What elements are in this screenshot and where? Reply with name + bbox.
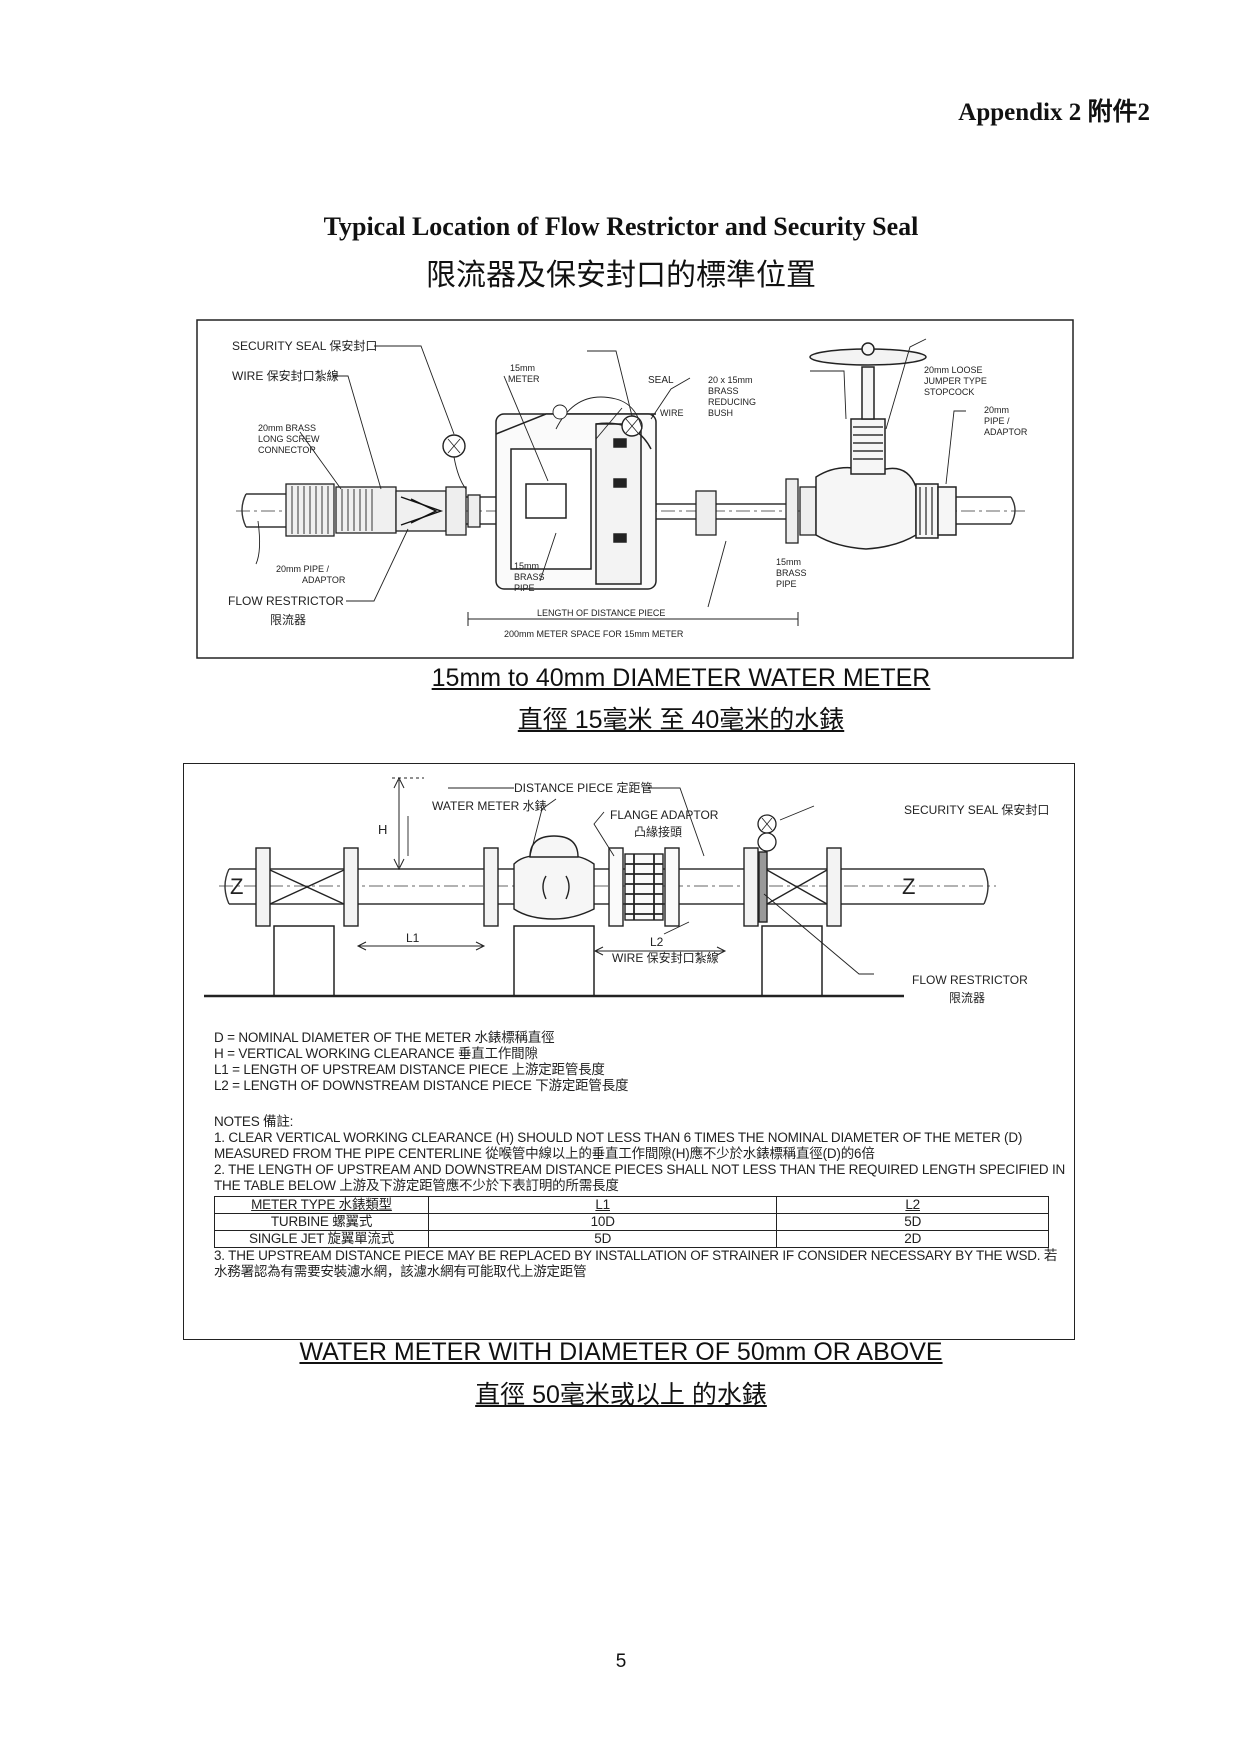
flow-restrictor-label-zh: 限流器: [270, 613, 306, 627]
table-header-row: METER TYPE 水錶類型 L1 L2: [214, 1196, 1049, 1214]
diagram-frame: [196, 319, 1074, 659]
page-title-chinese: 限流器及保安封口的標準位置: [426, 259, 816, 292]
stopcock-label-2: JUMPER TYPE: [924, 376, 987, 386]
large-meter-panel: Z Z: [183, 763, 1075, 1340]
h-dimension: [392, 776, 424, 871]
flange-adaptor-label: FLANGE ADAPTOR: [610, 808, 719, 822]
reducing-bush-label-4: BUSH: [708, 408, 733, 418]
legend-line-d: D = NOMINAL DIAMETER OF THE METER 水錶標稱直徑: [214, 1030, 555, 1045]
page-number: 5: [615, 1651, 627, 1672]
leader-lines: [255, 338, 966, 608]
stopcock-label-1: 20mm LOOSE: [924, 365, 983, 375]
connector-label-1: 20mm BRASS: [258, 423, 316, 433]
note-3: 3. THE UPSTREAM DISTANCE PIECE MAY BE RE…: [214, 1248, 1058, 1279]
long-screw-connector: [285, 483, 447, 537]
diagram1-caption: 15mm to 40mm DIAMETER WATER METER: [431, 664, 931, 692]
table-cell: 5D: [427, 1230, 778, 1248]
legend-line-h: H = VERTICAL WORKING CLEARANCE 垂直工作間隙: [214, 1046, 538, 1061]
brass-pipe-right-label-3: PIPE: [776, 579, 797, 589]
brass-pipe-right-label-2: BRASS: [776, 568, 807, 578]
reducing-bush-label-1: 20 x 15mm: [708, 375, 753, 385]
h-label: H: [378, 822, 387, 837]
downstream-valve: [743, 847, 842, 927]
page-title: Typical Location of Flow Restrictor and …: [323, 212, 919, 241]
seal-wires: [453, 396, 643, 490]
break-mark-left: Z: [230, 874, 243, 899]
table-cell: 10D: [427, 1213, 778, 1231]
distance-piece-label: DISTANCE PIECE 定距管: [514, 780, 652, 795]
flange-adaptor: [608, 847, 680, 927]
brass-pipe-left-label-3: PIPE: [514, 583, 535, 593]
security-seal-icon: [442, 415, 643, 458]
security-seal-label: SECURITY SEAL 保安封口: [232, 338, 377, 353]
right-fittings: [695, 478, 817, 544]
table-cell: TURBINE 螺翼式: [214, 1213, 429, 1231]
flange-adaptor-label-zh: 凸緣接頭: [634, 824, 682, 839]
table-header-cell: METER TYPE 水錶類型: [214, 1196, 429, 1214]
flow-restrictor: [400, 496, 444, 526]
legend-block: D = NOMINAL DIAMETER OF THE METER 水錶標稱直徑…: [214, 1030, 1054, 1094]
upstream-valve: [255, 847, 359, 927]
distance-dimension: [467, 612, 799, 626]
pipe-adaptor-left-label-2: ADAPTOR: [302, 575, 346, 585]
brass-pipe-left-label-2: BRASS: [514, 572, 545, 582]
pipe-adaptor-left-label-1: 20mm PIPE /: [276, 564, 330, 574]
large-meter-diagram: Z Z: [204, 776, 1049, 1005]
wire-label: WIRE 保安封口紮線: [612, 950, 719, 965]
legend-line-l2: L2 = LENGTH OF DOWNSTREAM DISTANCE PIECE…: [214, 1078, 629, 1093]
leader-lines: [398, 784, 874, 975]
wire-label: WIRE 保安封口紮線: [232, 368, 339, 383]
stopcock-valve: [809, 342, 957, 550]
connector-label-2: LONG SCREW: [258, 434, 320, 444]
upstream-flange: [483, 847, 499, 927]
flow-restrictor-label: FLOW RESTRICTOR: [912, 973, 1028, 987]
flow-restrictor-label-zh: 限流器: [949, 991, 985, 1005]
l2-label: L2: [650, 935, 664, 949]
table-header-cell: L1: [427, 1196, 778, 1214]
note-2: 2. THE LENGTH OF UPSTREAM AND DOWNSTREAM…: [214, 1162, 1066, 1193]
seal-label: SEAL: [648, 375, 674, 386]
table-cell: 5D: [776, 1213, 1049, 1231]
table-row: SINGLE JET 旋翼單流式 5D 2D: [214, 1230, 1049, 1248]
l1-label: L1: [406, 931, 420, 945]
connector-label-3: CONNECTOR: [258, 445, 316, 455]
table-row: TURBINE 螺翼式 10D 5D: [214, 1213, 1049, 1231]
security-seal-label: SECURITY SEAL 保安封口: [904, 802, 1049, 817]
table-cell: SINGLE JET 旋翼單流式: [214, 1230, 429, 1248]
diagram2-caption-chinese: 直徑 50毫米或以上 的水錶: [475, 1381, 767, 1409]
meter-size-label: 15mm: [510, 363, 535, 373]
meter-label: METER: [508, 374, 540, 384]
diagram1-caption-chinese: 直徑 15毫米 至 40毫米的水錶: [517, 706, 845, 734]
note-1: 1. CLEAR VERTICAL WORKING CLEARANCE (H) …: [214, 1130, 1023, 1161]
flow-restrictor-label: FLOW RESTRICTOR: [228, 594, 344, 608]
l2-dimension: [593, 946, 727, 956]
reducing-bush-label-3: REDUCING: [708, 397, 756, 407]
stopcock-label-3: STOPCOCK: [924, 387, 974, 397]
table-header-cell: L2: [776, 1196, 1049, 1214]
table-cell: 2D: [776, 1230, 1049, 1248]
water-meter-50mm: [513, 835, 595, 920]
brass-pipe-left-label-1: 15mm: [514, 561, 539, 571]
l1-dimension: [356, 941, 486, 951]
security-seal-icon: [757, 814, 777, 852]
diagram2-caption: WATER METER WITH DIAMETER OF 50mm OR ABO…: [299, 1338, 943, 1366]
notes-block: NOTES 備註: 1. CLEAR VERTICAL WORKING CLEA…: [214, 1114, 1066, 1280]
pipe-supports: [204, 925, 904, 998]
distance-piece-label: LENGTH OF DISTANCE PIECE: [537, 608, 665, 618]
meter-space-label: 200mm METER SPACE FOR 15mm METER: [504, 629, 684, 639]
small-meter-diagram: SECURITY SEAL 保安封口 WIRE 保安封口紮線 20mm BRAS…: [196, 319, 1074, 659]
adaptor-right-label-3: ADAPTOR: [984, 427, 1028, 437]
notes-title: NOTES 備註:: [214, 1114, 294, 1129]
legend-line-l1: L1 = LENGTH OF UPSTREAM DISTANCE PIECE 上…: [214, 1062, 605, 1077]
brass-pipe-right-label-1: 15mm: [776, 557, 801, 567]
distance-table: METER TYPE 水錶類型 L1 L2 TURBINE 螺翼式 10D 5D…: [214, 1196, 1049, 1248]
water-meter-label: WATER METER 水錶: [432, 798, 547, 813]
adaptor-right-label-1: 20mm: [984, 405, 1009, 415]
break-mark-right: Z: [902, 874, 915, 899]
adaptor-right-label-2: PIPE /: [984, 416, 1010, 426]
appendix-label: Appendix 2 附件2: [958, 99, 1150, 126]
reducing-bush-label-2: BRASS: [708, 386, 739, 396]
wire-label-2: WIRE: [660, 408, 684, 418]
